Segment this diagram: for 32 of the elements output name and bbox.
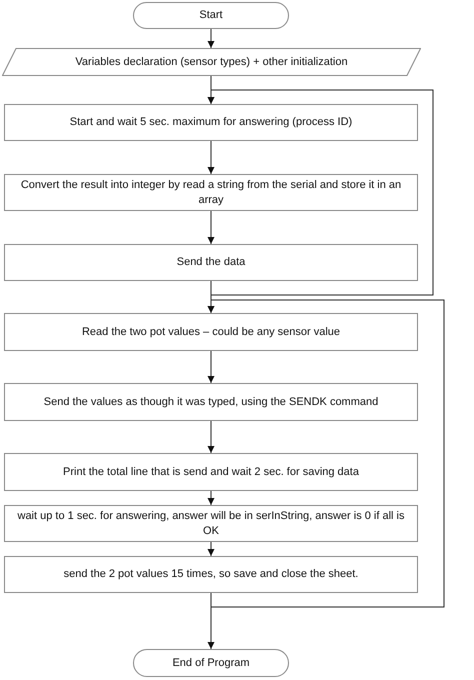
process-box	[4, 244, 418, 281]
arrow	[208, 210, 214, 244]
arrow	[208, 542, 214, 556]
step-text: End of Program	[171, 656, 251, 670]
arrow	[208, 420, 214, 454]
step-text: Send the data	[176, 255, 246, 270]
step-text: Convert the result into integer by read a string from the serial and store it in an array	[20, 178, 402, 207]
process-box	[4, 313, 418, 351]
process-box	[4, 556, 418, 593]
process-box	[4, 505, 418, 542]
process-box	[4, 174, 418, 211]
process-box	[4, 104, 418, 141]
step-text: Read the two pot values – could be any sensor value	[80, 324, 342, 340]
arrow	[208, 90, 434, 296]
step-text: Print the total line that is send and wait 2 sec. for saving data	[62, 464, 360, 480]
step-text: Send the values as though it was typed, using the SENDK command	[42, 394, 380, 410]
step-text: Variables declaration (sensor types) + other initialization	[74, 54, 349, 70]
arrow	[208, 28, 214, 48]
arrow	[208, 490, 214, 506]
process-box	[4, 383, 418, 421]
arrow	[208, 350, 214, 384]
arrow	[208, 140, 214, 174]
arrow	[208, 300, 444, 608]
process-box	[4, 453, 418, 491]
terminal-shape	[133, 2, 289, 29]
step-text: Start	[198, 8, 224, 23]
input-output-parallelogram	[2, 48, 421, 76]
arrow	[208, 592, 214, 650]
terminal-shape	[133, 649, 289, 677]
step-text: Start and wait 5 sec. maximum for answering (process ID)	[68, 115, 354, 130]
step-text: wait up to 1 sec. for answering, answer will be in serInString, answer is 0 if all is OK	[16, 509, 406, 538]
step-text: send the 2 pot values 15 times, so save and close the sheet.	[62, 567, 360, 582]
